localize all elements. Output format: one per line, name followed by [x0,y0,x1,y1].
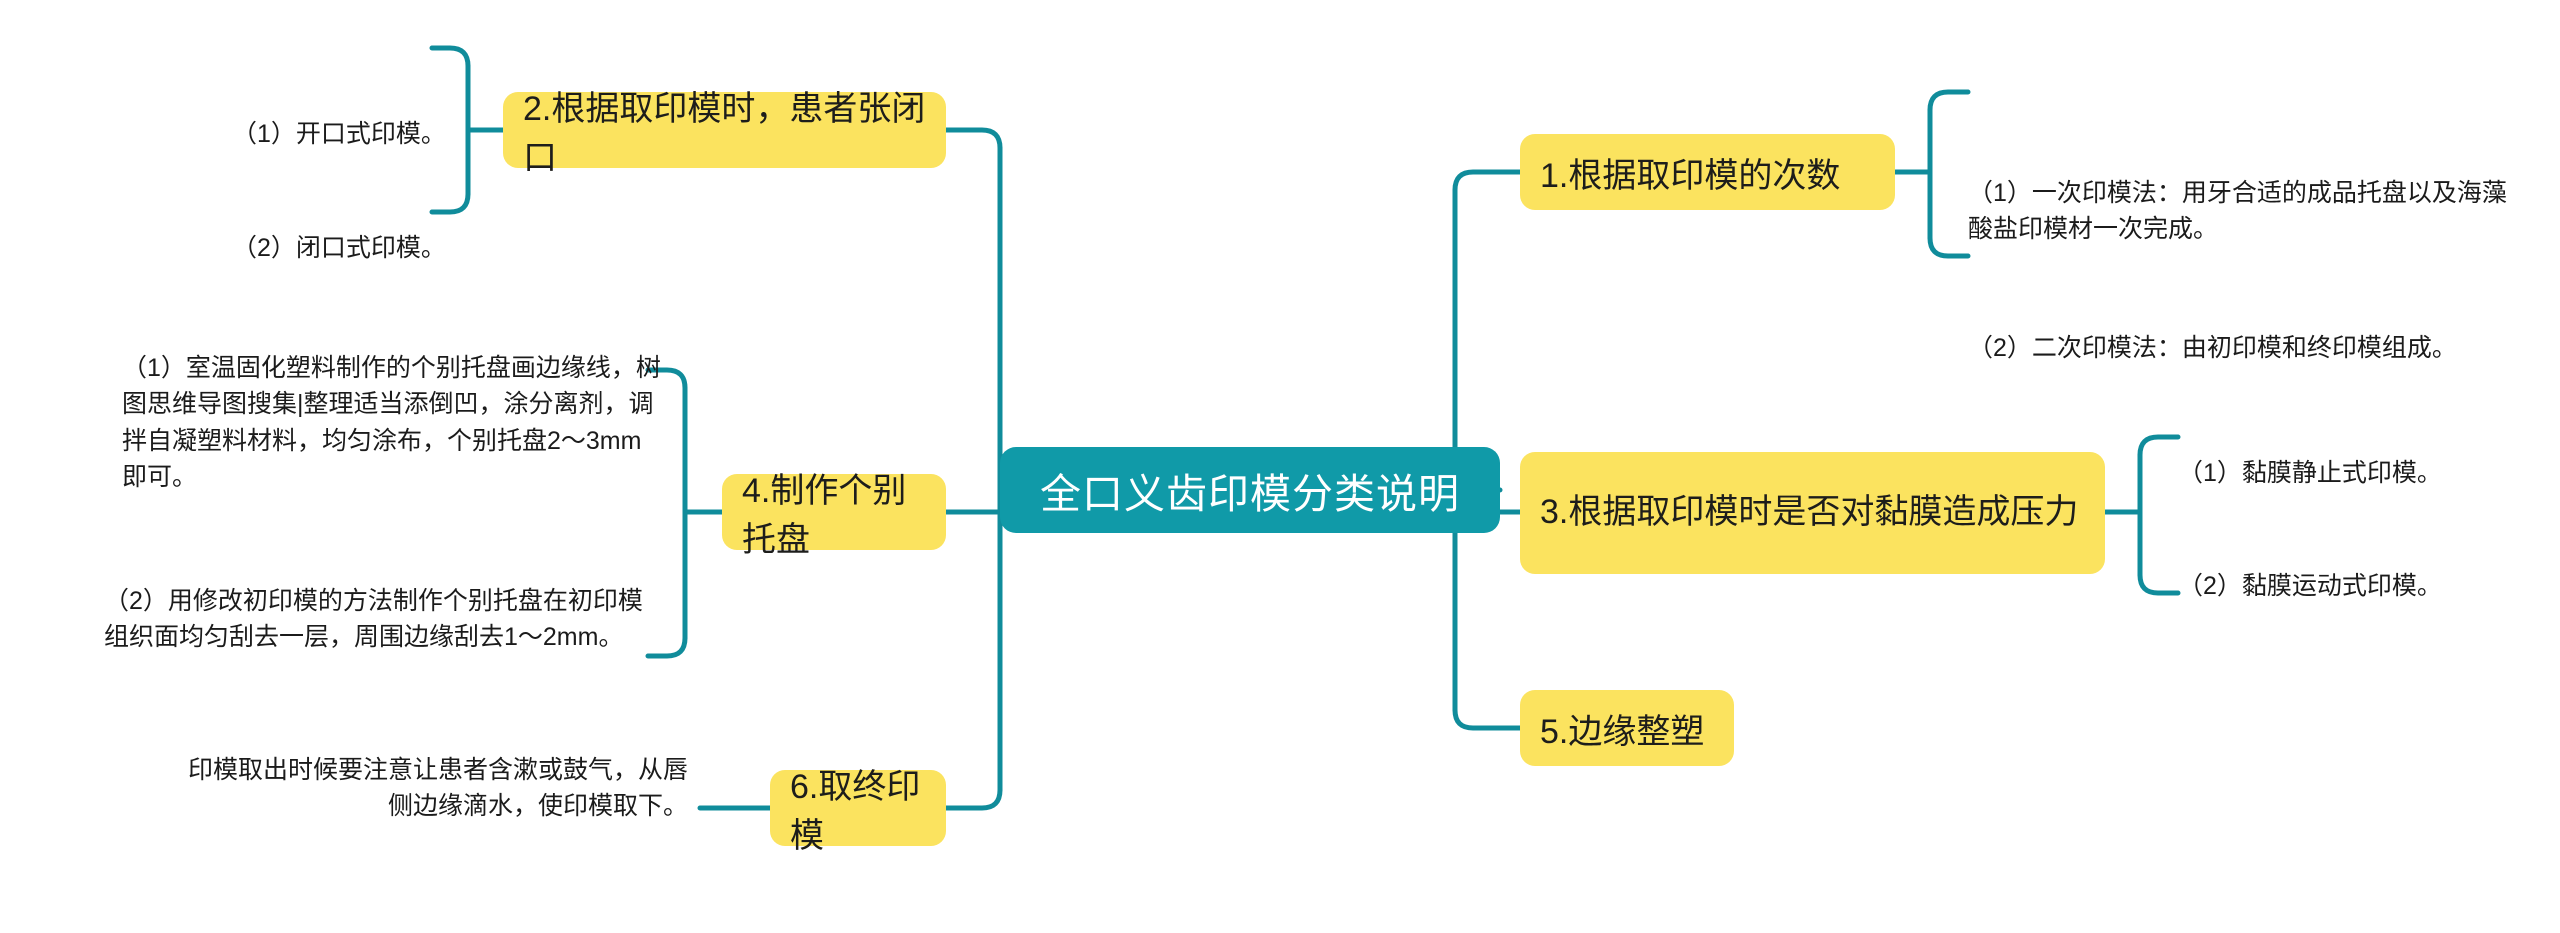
leaf-b4-1: （1）室温固化塑料制作的个别托盘画边缘线，树图思维导图搜集|整理适当添倒凹，涂分… [122,354,661,491]
branch-node-1-label: 1.根据取印模的次数 [1540,156,1841,195]
leaf-b3-2: （2）黏膜运动式印模。 [2178,572,2442,600]
leaf-b6-1: 印模取出时候要注意让患者含漱或鼓气，从唇侧边缘滴水，使印模取下。 [187,756,688,821]
wire-b3-to-l1 [2137,434,2181,458]
branch-node-6-label: 6.取终印模 [790,768,921,855]
branch-node-5[interactable]: 5.边缘整塑 [1520,690,1734,766]
leaf-b1-2: （2）二次印模法：由初印模和终印模组成。 [1968,334,2457,362]
wire-trunk-to-b5 [1452,707,1523,731]
wire-b2-to-l1 [429,45,471,69]
wire-b3-to-l2 [2137,572,2181,596]
leaf-b4-2: （2）用修改初印模的方法制作个别托盘在初印模组织面均匀刮去一层，周围边缘刮去1～… [104,587,643,652]
wire-b2-to-l2 [429,191,471,215]
branch-node-1[interactable]: 1.根据取印模的次数 [1520,134,1895,210]
leaf-b3-1: （1）黏膜静止式印模。 [2178,459,2442,487]
leaf-b2-1: （1）开口式印模。 [232,120,446,148]
wire-b1-to-l2 [1927,235,1971,259]
branch-node-6[interactable]: 6.取终印模 [770,768,946,855]
branch-node-2[interactable]: 2.根据取印模时，患者张闭口 [503,90,946,177]
branch-node-4[interactable]: 4.制作个别托盘 [722,472,946,559]
branch-node-3-label: 3.根据取印模时是否对黏膜造成压力 [1540,493,2079,532]
leaf-b1-1: （1）一次印模法：用牙合适的成品托盘以及海藻酸盐印模材一次完成。 [1968,179,2507,244]
wire-trunk-to-b6 [943,787,1003,811]
wire-trunk-to-b2 [943,127,1003,151]
branch-node-4-label: 4.制作个别托盘 [742,472,907,559]
root-node[interactable]: 全口义齿印模分类说明 [1000,447,1500,533]
wire-trunk-to-b1 [1452,169,1523,193]
root-node-label: 全口义齿印模分类说明 [1040,471,1460,517]
branch-node-5-label: 5.边缘整塑 [1540,712,1705,751]
branch-node-3[interactable]: 3.根据取印模时是否对黏膜造成压力 [1520,452,2105,574]
wire-b1-to-l1 [1927,89,1971,113]
leaf-b2-2: （2）闭口式印模。 [232,234,446,262]
branch-node-2-label: 2.根据取印模时，患者张闭口 [523,90,926,177]
